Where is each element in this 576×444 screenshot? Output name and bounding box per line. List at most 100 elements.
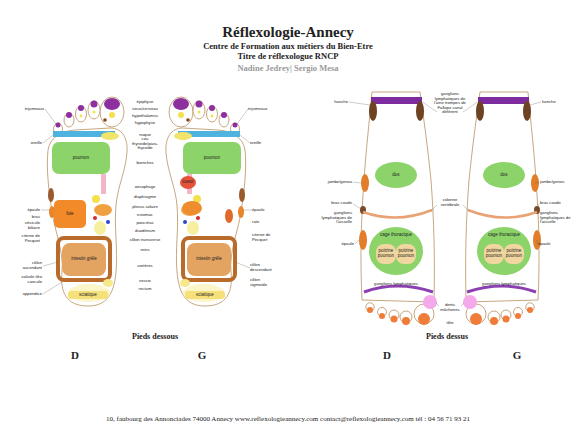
zone-label: intestin grêle <box>71 257 97 262</box>
leader-line <box>353 204 361 209</box>
anatomy-label: ganglions lymphatiques de l'aine trompes… <box>432 92 468 115</box>
anatomy-label: oreille <box>31 141 42 146</box>
leader-line <box>353 182 361 183</box>
anatomy-label: appendice <box>23 292 42 297</box>
author-names: Nadine Jedrey| Sergio Mesa <box>237 64 338 73</box>
anatomy-label: jambe/genou <box>328 180 352 185</box>
zone-label: coeur <box>182 180 193 185</box>
anatomy-label: bras coude <box>540 201 561 206</box>
zone-label: poitrine poumon <box>376 249 396 258</box>
zone-label: sciatique <box>79 293 97 298</box>
anatomy-label: vésicule biliaire <box>16 221 40 230</box>
leader-line <box>431 205 437 211</box>
right-dorsal <box>359 92 437 325</box>
anatomy-label: bras coude <box>331 201 352 206</box>
anatomy-label: citerne de Pecquet <box>252 233 276 242</box>
anatomy-label: dents mâchoires <box>437 303 463 312</box>
anatomy-label: oesophage <box>135 185 156 190</box>
reflex-zone: poitrine poumon <box>484 244 504 264</box>
reflex-zone: sciatique <box>68 291 108 299</box>
anatomy-label: ganglions lymphatiques <box>482 282 526 287</box>
reflex-zone: sciatique <box>185 291 225 299</box>
zone-label: cage thoracique <box>380 233 412 238</box>
anatomy-label: pancréas <box>136 221 153 226</box>
anatomy-label: colonne vertébrale <box>435 198 465 207</box>
subtitle: Centre de Formation aux métiers du Bien-… <box>203 42 373 51</box>
leader-line <box>461 303 464 306</box>
zone-label: cage thoracique <box>488 233 520 238</box>
leader-line <box>535 182 539 183</box>
reflex-zone: foie <box>54 200 86 228</box>
reflex-zone: dos <box>483 162 525 188</box>
reflex-zone: intestin grêle <box>187 243 231 276</box>
anatomy-label: reins <box>140 248 149 253</box>
leader-line <box>355 240 359 244</box>
zone-label: poitrine poumon <box>484 249 504 258</box>
anatomy-label: côlon descendant <box>250 263 274 272</box>
subtitle: Titre de réflexologue RNCP <box>238 52 339 61</box>
stomach-zone <box>182 201 202 215</box>
leader-line <box>537 240 538 244</box>
left-sole <box>166 97 246 306</box>
reflex-zone: cage thoracique poitrine poumonpoitrine p… <box>369 227 423 275</box>
left-dorsal <box>463 92 541 325</box>
anatomy-label: épiphyse <box>137 100 154 105</box>
leader-line <box>43 135 53 143</box>
leader-line <box>43 282 62 294</box>
leader-line <box>530 102 541 105</box>
leader-line <box>43 262 58 266</box>
foot-letter: G <box>198 349 207 361</box>
anatomy-label: duodénum <box>135 229 155 234</box>
foot-letter: D <box>383 349 391 361</box>
anatomy-label: bronches <box>136 161 153 166</box>
anatomy-label: trijumeaux <box>25 107 44 112</box>
zone-label: dos <box>392 173 399 178</box>
zone-label: foie <box>66 212 73 217</box>
foot-letter: G <box>513 349 522 361</box>
zone-label: dos <box>500 173 507 178</box>
anatomy-label: estomac <box>137 213 153 218</box>
reflex-zone: poumon <box>183 142 241 174</box>
leader-line <box>537 204 539 209</box>
anatomy-label: jambe/genou <box>540 180 564 185</box>
anatomy-label: hanche <box>542 100 556 105</box>
spleen-zone <box>225 209 233 223</box>
foot-letter: D <box>71 349 79 361</box>
leader-line <box>463 205 469 211</box>
anatomy-label: épaule <box>252 208 265 213</box>
anatomy-label: tête <box>447 321 454 326</box>
reflex-zone: cage thoraciquepoitrine poumonpoitrine p… <box>477 227 531 275</box>
anatomy-label: sinus/cerveau <box>132 107 158 112</box>
footer-address: 10, faubourg des Annonciades 74000 Annec… <box>106 416 470 424</box>
anatomy-label: citerne de Pecquet <box>16 234 40 243</box>
leader-lines <box>41 101 541 306</box>
anatomy-label: bras <box>32 215 40 220</box>
zone-label: poumon <box>204 156 220 161</box>
leader-line <box>45 109 56 124</box>
view-title: Pieds dessus <box>426 333 468 342</box>
leader-line <box>349 102 370 105</box>
anatomy-label: diaphragme <box>134 195 156 200</box>
anatomy-label: épaule <box>341 242 354 247</box>
reflex-zone: dos <box>375 162 417 188</box>
reflex-zone: poitrine poumon <box>396 244 416 264</box>
anatomy-label: oreille <box>250 141 261 146</box>
anatomy-label: côlon transverse <box>130 238 161 243</box>
anatomy-label: ganglions lymphatiques <box>374 282 418 287</box>
anatomy-label: cou thyroïde/para-thyroïde <box>130 137 160 151</box>
reflex-zone: coeur <box>180 176 196 189</box>
anatomy-label: ganglions lymphatiques de l'aisselle <box>540 211 574 225</box>
anatomy-label: rectum <box>139 287 152 292</box>
reflex-zone: intestin grêle <box>62 243 106 276</box>
anatomy-label: vessie <box>139 279 151 284</box>
leader-line <box>237 109 248 124</box>
page-title: Réflexologie-Annecy <box>222 24 354 41</box>
anatomy-label: épaule <box>27 208 40 213</box>
zone-label: intestin grêle <box>196 257 222 262</box>
reflex-zone: poumon <box>52 142 110 174</box>
anatomy-label: côlon ascendant <box>18 261 42 270</box>
anatomy-label: hanche <box>334 100 348 105</box>
anatomy-label: ganglions lymphatiques de l'aisselle <box>318 211 352 225</box>
right-sole <box>47 97 127 306</box>
